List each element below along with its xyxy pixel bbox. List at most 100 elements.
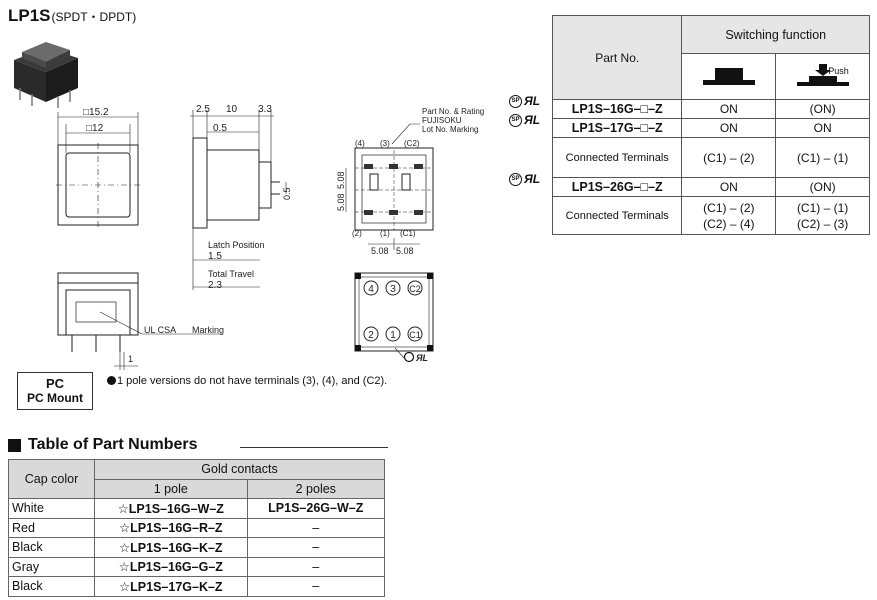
side-view (190, 110, 287, 290)
product-photo (14, 42, 78, 108)
pin-label-4: (4) (355, 139, 365, 148)
total-travel-value: 2.3 (208, 280, 222, 291)
part-1pole: ☆LP1S–16G–R–Z (94, 517, 248, 538)
pc-mount-label: PC PC Mount (17, 372, 93, 410)
terminal-pads (364, 164, 423, 215)
bottom-cert-marks: ЯL (403, 351, 428, 363)
cap-color: Gray (8, 556, 95, 577)
pushed-connections: (C1) – (1) (C2) – (3) (775, 196, 870, 235)
part-number: LP1S–16G–□–Z (551, 99, 683, 119)
pushed-state-icon: Push (775, 53, 870, 100)
dim-side-5: 0.5 (282, 187, 292, 200)
bottom-cert-ul: ЯL (415, 353, 428, 363)
part-number: LP1S–26G–□–Z (551, 177, 683, 197)
cap-color: Red (8, 517, 95, 538)
bottom-terminal-view (354, 272, 434, 352)
bottom-pin-c2: C2 (409, 284, 421, 294)
pin-label-3: (3) (380, 139, 390, 148)
part-2pole: – (246, 576, 386, 597)
connected-terminals-label: Connected Terminals (551, 137, 683, 178)
csa-icon: SP (509, 113, 522, 127)
part-2pole: – (246, 537, 386, 558)
part-number: LP1S–17G–□–Z (551, 118, 683, 138)
pushed-function: (ON) (775, 177, 870, 197)
push-label: Push (828, 66, 849, 76)
dim-side-3: 3.3 (258, 104, 272, 115)
dimension-drawings: □15.2 □12 2.5 10 3.3 0.5 0.5 Latch Posit… (56, 104, 484, 370)
lead-dim: 1 (128, 354, 133, 364)
part-2pole: – (246, 517, 386, 538)
pc-mount-text: PC Mount (27, 391, 83, 405)
released-function: ON (681, 118, 777, 138)
page-title: LP1S(SPDT・DPDT) (8, 6, 136, 26)
pin-label-1: (1) (380, 229, 390, 238)
released-state-icon (681, 53, 777, 100)
bottom-pin-4: 4 (368, 284, 374, 295)
ul-icon: ЯL (524, 172, 541, 186)
cap-color: White (8, 498, 95, 519)
pushed-function: (ON) (775, 99, 870, 119)
table-row: Black ☆LP1S–17G–K–Z – (8, 576, 386, 597)
latch-position-label: Latch Position (208, 240, 265, 250)
table-row: Gray ☆LP1S–16G–G–Z – (8, 556, 386, 577)
csa-icon: SP (509, 172, 522, 186)
pin-label-c1: (C1) (400, 229, 416, 238)
cap-color-header: Cap color (8, 459, 95, 499)
pole2-header: 2 poles (246, 478, 386, 499)
table-row: Black ☆LP1S–16G–K–Z – (8, 537, 386, 558)
pitch-v-1: 5.08 (336, 171, 346, 189)
bottom-pin-2: 2 (368, 330, 374, 341)
table-row: White ☆LP1S–16G–W–Z LP1S–26G–W–Z (8, 498, 386, 519)
bottom-pin-1: 1 (390, 330, 396, 341)
ul-csa-label: UL CSA (144, 325, 176, 335)
table-row: LP1S–16G–□–Z ON (ON) (551, 99, 870, 119)
csa-icon: SP (509, 94, 522, 108)
pushed-connection: (C1) – (1) (775, 137, 870, 178)
part-no-header: Part No. (551, 15, 683, 100)
ul-icon: ЯL (524, 94, 541, 108)
released-function: ON (681, 177, 777, 197)
pitch-h-1: 5.08 (371, 246, 389, 256)
switching-function-table: Part No. Switching function Push LP1S–16… (551, 15, 870, 235)
pc-label: PC (45, 376, 65, 391)
released-connection-b: (C2) – (4) (703, 216, 755, 231)
pushed-connection-b: (C2) – (3) (796, 216, 849, 231)
table-row: LP1S–17G–□–Z ON ON (551, 118, 870, 138)
dim-side-4: 0.5 (213, 123, 227, 134)
gold-contacts-header: Gold contacts (94, 459, 385, 480)
pole1-header: 1 pole (94, 478, 248, 499)
front-view (56, 112, 140, 227)
part-1pole: ☆LP1S–17G–K–Z (94, 576, 248, 597)
cap-color: Black (8, 576, 95, 597)
total-travel-label: Total Travel (208, 269, 254, 279)
section-rule (240, 447, 388, 448)
pushed-connection-a: (C1) – (1) (796, 200, 849, 215)
pc-mount-view (57, 272, 222, 370)
pole-note: 1 pole versions do not have terminals (3… (107, 375, 387, 387)
bottom-pin-3: 3 (390, 284, 396, 295)
dim-width-inner: □12 (86, 123, 104, 134)
part-1pole: ☆LP1S–16G–W–Z (94, 498, 248, 519)
pitch-h-2: 5.08 (396, 246, 414, 256)
connected-terminals-label: Connected Terminals (551, 196, 683, 235)
latch-position-value: 1.5 (208, 251, 222, 262)
marking-label: Marking (192, 325, 224, 335)
pole-note-text: 1 pole versions do not have terminals (3… (117, 375, 388, 387)
marking-line-3: Lot No. Marking (422, 125, 478, 134)
table-row: Red ☆LP1S–16G–R–Z – (8, 517, 386, 538)
bullet-icon (107, 376, 116, 385)
table-row: Connected Terminals (C1) – (2) (C1) – (1… (551, 137, 870, 178)
released-function: ON (681, 99, 777, 119)
marking-line-2: FUJISOKU (422, 116, 462, 125)
dim-side-2: 10 (226, 104, 238, 115)
table-row: LP1S–26G–□–Z ON (ON) (551, 177, 870, 197)
series-subtitle: (SPDT・DPDT) (51, 10, 137, 24)
section-title: Table of Part Numbers (28, 436, 198, 453)
switching-function-header: Switching function (681, 15, 870, 54)
part-numbers-table: Cap color Gold contacts 1 pole 2 poles W… (8, 459, 386, 597)
bottom-pin-c1: C1 (409, 330, 421, 340)
part-2pole: – (246, 556, 386, 577)
dim-side-1: 2.5 (196, 104, 210, 115)
